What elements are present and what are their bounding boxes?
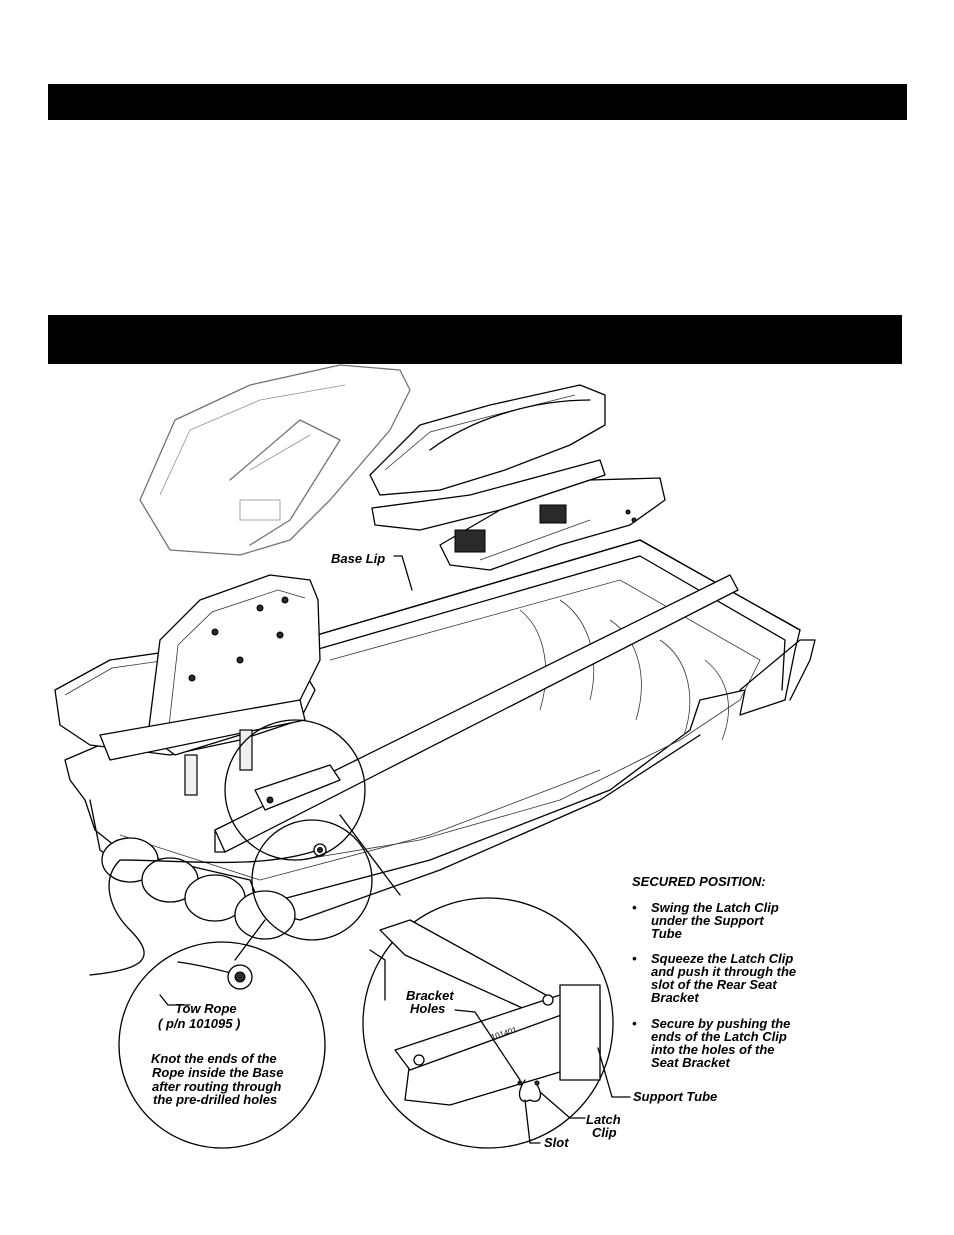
label-support-tube: Support Tube <box>633 1089 717 1104</box>
seat-exploded-bracket <box>439 477 666 571</box>
step-2-bullet: • <box>632 951 637 966</box>
leader-bracket-holes <box>454 1009 521 1081</box>
detail-circle-rope-hole <box>251 819 373 941</box>
seat-folded-ghost <box>139 364 411 556</box>
rope-note-line-4: the pre-drilled holes <box>153 1092 277 1107</box>
tow-rope <box>89 843 327 976</box>
label-tow-rope-pn: ( p/n 101095 ) <box>158 1016 240 1031</box>
rope-note-line-2: Rope inside the Base <box>152 1065 283 1080</box>
leader-slot <box>524 1099 541 1144</box>
step-2-line-1: Squeeze the Latch Clip <box>651 951 793 966</box>
label-bracket-holes-2: Holes <box>410 1001 445 1016</box>
leader-support-tube <box>597 1047 631 1098</box>
step-1-line-3: Tube <box>651 926 682 941</box>
secured-title: SECURED POSITION: <box>632 874 766 889</box>
step-3-line-3: into the holes of the <box>651 1042 775 1057</box>
label-base-lip: Base Lip <box>331 551 385 566</box>
detail-leader-bracket <box>339 814 401 896</box>
seat-installed <box>54 574 341 811</box>
rope-note-line-1: Knot the ends of the <box>151 1051 277 1066</box>
step-1-line-2: under the Support <box>651 913 764 928</box>
detail-circle-seat-bracket <box>224 719 366 861</box>
detail-leader-rope <box>234 919 266 961</box>
label-tow-rope: Tow Rope <box>175 1001 237 1016</box>
leader-base-lip <box>393 555 413 591</box>
step-3-bullet: • <box>632 1016 637 1031</box>
step-3-line-1: Secure by pushing the <box>651 1016 790 1031</box>
step-3-line-4: Seat Bracket <box>651 1055 730 1070</box>
step-2-line-3: slot of the Rear Seat <box>651 977 777 992</box>
bracket-detail-zoom: 101401 <box>362 897 614 1149</box>
section-header-bar-2 <box>48 315 902 364</box>
support-tube-main <box>214 574 739 853</box>
label-latch-clip-1: Latch <box>586 1112 621 1127</box>
step-3-line-2: ends of the Latch Clip <box>651 1029 787 1044</box>
secured-position-instructions: SECURED POSITION: • Swing the Latch Clip… <box>632 874 796 1070</box>
step-2-line-2: and push it through the <box>651 964 796 979</box>
leader-latch-clip <box>539 1091 586 1119</box>
label-slot: Slot <box>544 1135 569 1150</box>
step-1-line-1: Swing the Latch Clip <box>651 900 779 915</box>
label-latch-clip-2: Clip <box>592 1125 617 1140</box>
section-header-bar-1 <box>48 84 907 120</box>
rope-detail-zoom <box>118 941 326 1149</box>
step-1-bullet: • <box>632 900 637 915</box>
label-bracket-holes-1: Bracket <box>406 988 454 1003</box>
rope-note-line-3: after routing through <box>152 1079 281 1094</box>
step-2-line-4: Bracket <box>651 990 699 1005</box>
